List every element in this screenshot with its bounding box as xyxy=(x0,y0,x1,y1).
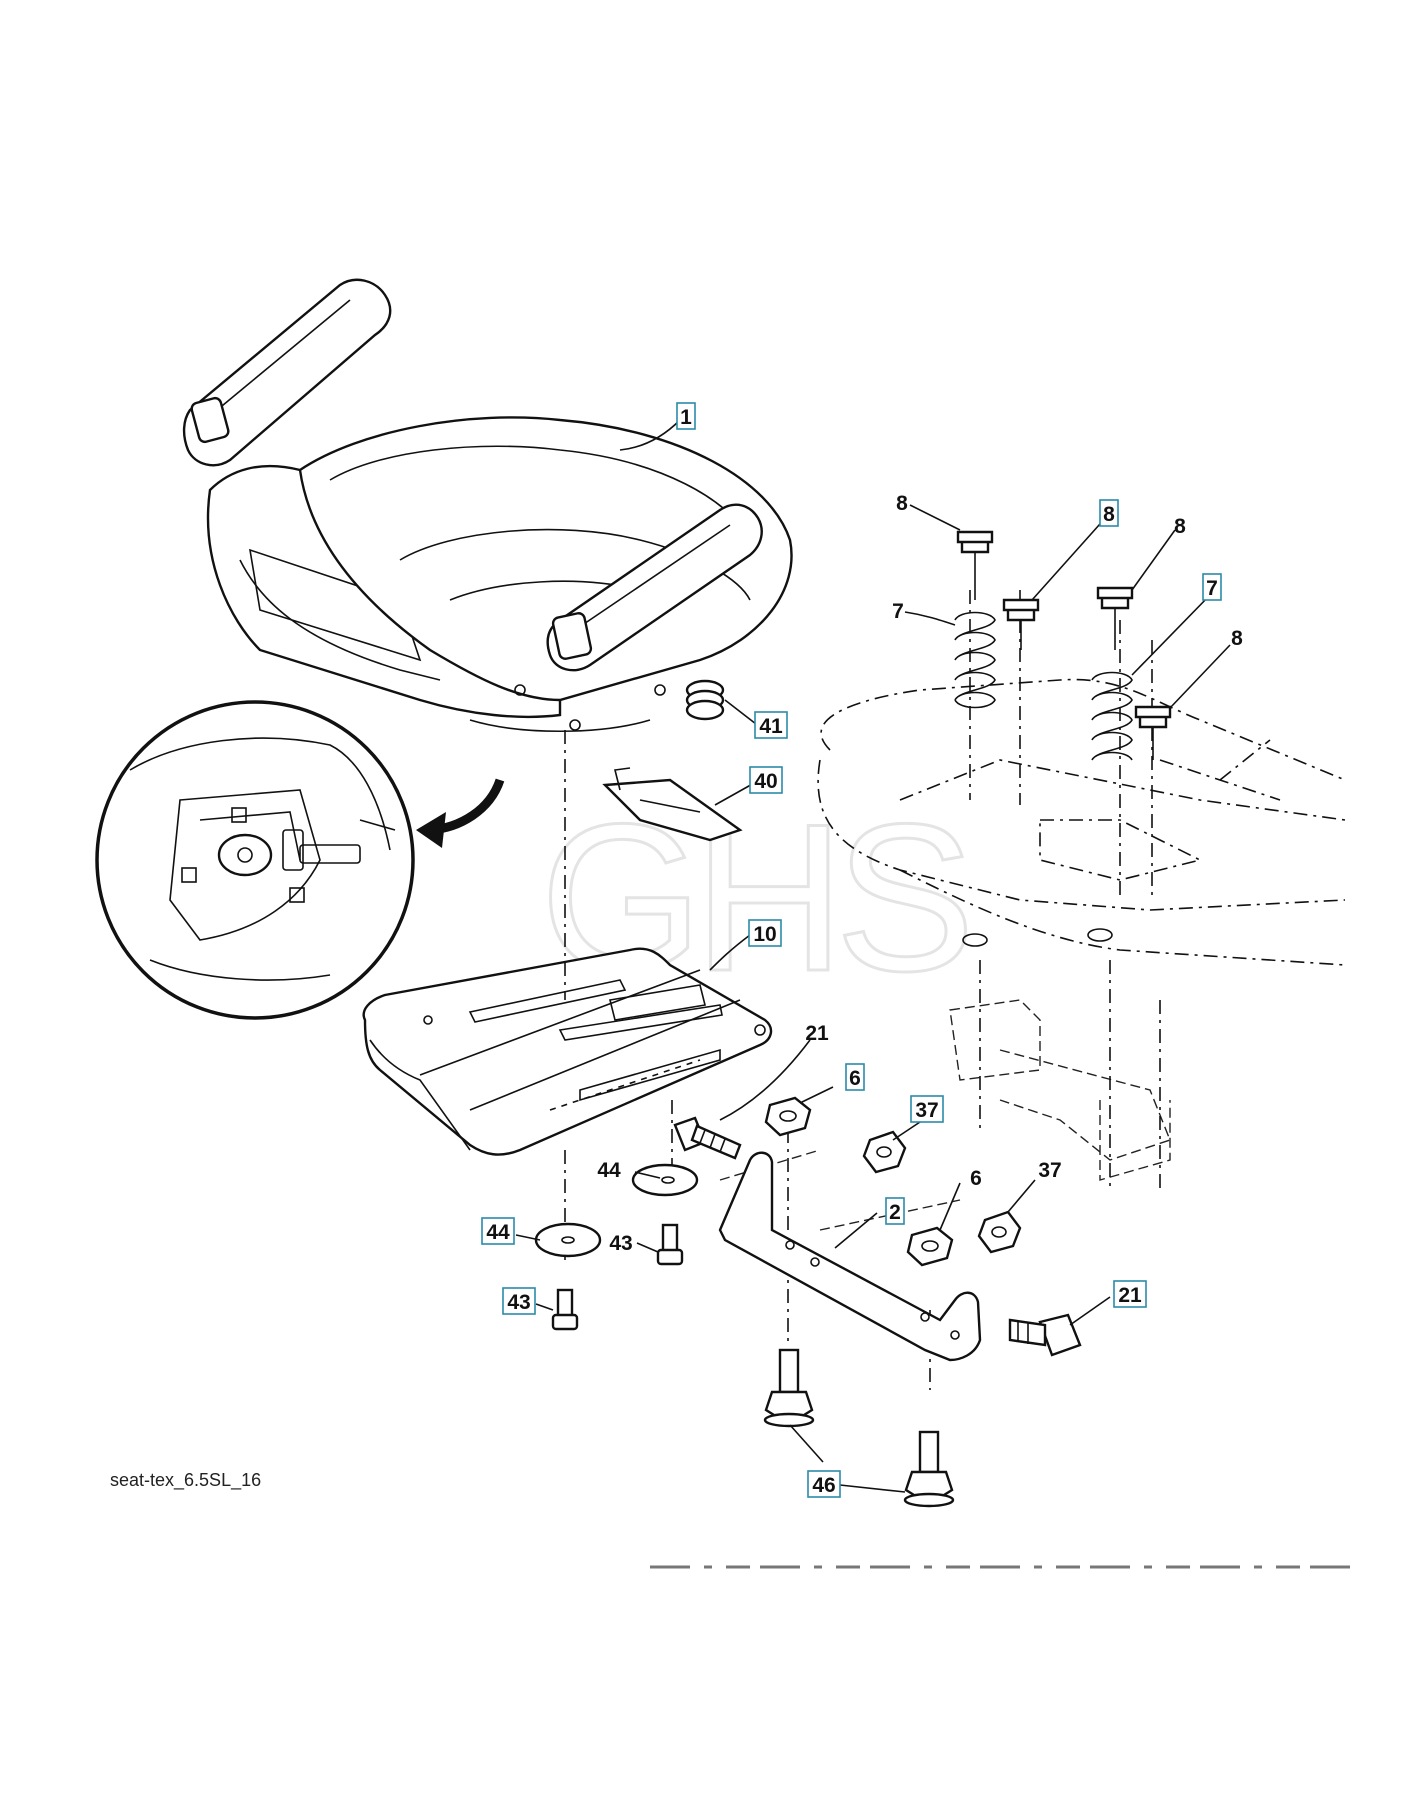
svg-text:46: 46 xyxy=(812,1474,835,1497)
svg-text:40: 40 xyxy=(754,770,777,793)
svg-text:1: 1 xyxy=(680,406,692,429)
svg-text:6: 6 xyxy=(970,1167,982,1190)
callout-21a: 21 xyxy=(805,1022,829,1045)
svg-text:6: 6 xyxy=(849,1067,861,1090)
shoulder-bolt-21b xyxy=(1008,1313,1082,1357)
callout-43a: 43 xyxy=(609,1232,632,1255)
nut-37b xyxy=(977,1210,1022,1254)
svg-text:43: 43 xyxy=(609,1232,632,1255)
latch-40 xyxy=(602,767,743,842)
nut-37a xyxy=(862,1130,907,1174)
svg-text:21: 21 xyxy=(805,1022,829,1045)
callout-40: 40 xyxy=(749,766,783,794)
svg-text:44: 44 xyxy=(486,1221,510,1244)
callout-6a: 6 xyxy=(845,1063,865,1091)
bracket-2 xyxy=(718,1151,982,1362)
callout-37a: 37 xyxy=(910,1095,944,1123)
flange-bolt-46b xyxy=(903,1430,955,1508)
adjustment-slots xyxy=(549,1059,701,1111)
washer-44a xyxy=(631,1163,699,1197)
seat-pan-10 xyxy=(362,947,773,1156)
bolt-8d xyxy=(1134,705,1172,760)
svg-text:43: 43 xyxy=(507,1291,530,1314)
screw-43b xyxy=(551,1288,579,1331)
svg-text:41: 41 xyxy=(759,715,783,738)
svg-text:7: 7 xyxy=(892,600,904,623)
screw-43a xyxy=(656,1223,684,1266)
svg-text:2: 2 xyxy=(889,1201,901,1224)
svg-text:7: 7 xyxy=(1206,577,1218,600)
detail-inset xyxy=(95,700,505,1020)
callout-7b: 7 xyxy=(1202,573,1222,601)
svg-text:21: 21 xyxy=(1118,1284,1142,1307)
svg-text:8: 8 xyxy=(1103,503,1115,526)
bolt-8a xyxy=(956,530,994,600)
bolt-8b xyxy=(1002,598,1040,650)
spring-7b xyxy=(1091,671,1133,761)
callout-44b: 44 xyxy=(481,1217,515,1245)
mower-frame-outline xyxy=(817,678,1346,1190)
svg-text:37: 37 xyxy=(915,1099,938,1122)
callout-46: 46 xyxy=(807,1470,841,1498)
callout-8d: 8 xyxy=(1231,627,1243,650)
callout-43b: 43 xyxy=(502,1287,536,1315)
callout-10: 10 xyxy=(748,919,782,947)
callout-1: 1 xyxy=(676,402,696,430)
flange-bolt-46a xyxy=(763,1348,815,1428)
seat-assembly xyxy=(182,278,793,733)
shoulder-bolt-21a xyxy=(673,1116,742,1160)
callout-44a: 44 xyxy=(597,1159,621,1182)
svg-text:10: 10 xyxy=(753,923,776,946)
callout-labels: 1 41 40 10 8 8 8 8 7 xyxy=(481,402,1243,1498)
callout-8b: 8 xyxy=(1099,499,1119,527)
callout-8a: 8 xyxy=(896,492,908,515)
diagram-caption: seat-tex_6.5SL_16 xyxy=(110,1470,261,1491)
callout-7a: 7 xyxy=(892,600,904,623)
spring-41 xyxy=(685,679,725,721)
callout-8c: 8 xyxy=(1174,515,1186,538)
spring-7a xyxy=(954,611,996,709)
callout-41: 41 xyxy=(754,711,788,739)
svg-text:8: 8 xyxy=(1174,515,1186,538)
svg-text:8: 8 xyxy=(1231,627,1243,650)
svg-text:8: 8 xyxy=(896,492,908,515)
nut-6b xyxy=(906,1226,954,1267)
callout-37b: 37 xyxy=(1038,1159,1061,1182)
bolt-8c xyxy=(1096,586,1134,650)
callout-21b: 21 xyxy=(1113,1280,1147,1308)
svg-text:37: 37 xyxy=(1038,1159,1061,1182)
callout-6b: 6 xyxy=(970,1167,982,1190)
washer-44b xyxy=(534,1222,602,1258)
nut-6a xyxy=(764,1096,812,1137)
svg-text:44: 44 xyxy=(597,1159,621,1182)
leader-lines xyxy=(515,419,1231,1493)
callout-2: 2 xyxy=(885,1197,905,1225)
